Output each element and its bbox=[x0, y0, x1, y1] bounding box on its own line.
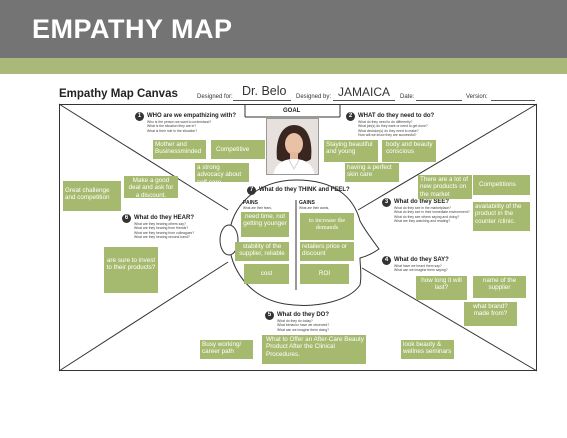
see-prompts: What do they see in the marketplace? Wha… bbox=[394, 206, 470, 224]
who-heading: WHO are we empathizing with? bbox=[147, 113, 237, 119]
do-prompts: What do they do today? What behavior hav… bbox=[277, 319, 329, 332]
sticky-note: to increase the demands bbox=[300, 213, 354, 240]
hear-prompt: What are they hearing from colleagues? bbox=[134, 230, 195, 235]
sticky-note: availability of the product in the count… bbox=[473, 202, 530, 231]
sticky-note: body and beauty conscious bbox=[382, 140, 436, 162]
woman-portrait-icon bbox=[267, 119, 318, 174]
say-number: 4 bbox=[382, 256, 391, 265]
sticky-note: cost bbox=[244, 264, 289, 284]
sticky-note: what brand? made from? bbox=[464, 302, 517, 326]
say-prompt: What have we heard them say? bbox=[394, 264, 442, 268]
canvas-title: Empathy Map Canvas bbox=[59, 88, 178, 100]
need-prompt: What decision(s) do they need to make? bbox=[358, 128, 419, 133]
designed-for-line bbox=[233, 99, 291, 101]
canvas-frame bbox=[59, 104, 537, 371]
see-heading: What do they SEE? bbox=[394, 199, 450, 205]
say-prompts: What have we heard them say? What can we… bbox=[394, 264, 448, 273]
sticky-note: are sure to invest to their products? bbox=[104, 247, 158, 293]
need-prompt: What do they need to do differently? bbox=[358, 120, 413, 124]
version-line bbox=[491, 99, 535, 101]
hear-prompt: What are they hearing from friends? bbox=[134, 226, 189, 231]
designed-by-line bbox=[333, 99, 395, 101]
need-prompt: What job(s) do they want or need to get … bbox=[358, 124, 428, 129]
say-prompt: What can we imagine them saying? bbox=[394, 268, 448, 273]
sticky-note: There are a lot of new products on the m… bbox=[418, 175, 472, 199]
who-prompts: Who is the person we want to understand?… bbox=[147, 120, 211, 133]
who-number: 1 bbox=[135, 112, 144, 121]
sticky-note: What to Offer an After-Care Beauty Produ… bbox=[262, 335, 366, 364]
say-heading: What do they SAY? bbox=[394, 257, 449, 263]
header-banner bbox=[0, 0, 567, 58]
hear-prompts: What are they hearing others say? What a… bbox=[134, 222, 194, 240]
do-prompt: What behavior have we observed? bbox=[277, 323, 330, 328]
who-prompt: What is their role in the situation? bbox=[147, 128, 198, 133]
portrait-photo bbox=[266, 118, 319, 175]
sticky-note: ROI bbox=[300, 264, 349, 284]
sticky-note: having a perfect skin care bbox=[345, 163, 399, 182]
see-prompt: What do they see in the marketplace? bbox=[394, 206, 451, 210]
need-prompts: What do they need to do differently? Wha… bbox=[358, 120, 428, 138]
do-heading: What do they DO? bbox=[277, 312, 329, 318]
sticky-note: name of the supplier bbox=[473, 276, 526, 298]
pains-label: PAINS bbox=[243, 200, 258, 206]
sticky-note: Mother and Businessminded bbox=[153, 140, 206, 159]
sticky-note: Staying beautiful and young bbox=[324, 140, 378, 162]
need-number: 2 bbox=[346, 112, 355, 121]
sticky-note: how long it will last? bbox=[416, 276, 467, 300]
version-label: Version: bbox=[466, 94, 488, 100]
need-heading: WHAT do they need to do? bbox=[358, 113, 435, 119]
hear-prompt: What are they hearing others say? bbox=[134, 222, 186, 226]
accent-bar bbox=[0, 58, 567, 74]
sticky-note: Competitive bbox=[211, 140, 265, 159]
designed-by-value: JAMAICA bbox=[338, 85, 391, 99]
do-prompt: What can we imagine them doing? bbox=[277, 327, 330, 332]
goal-label: GOAL bbox=[283, 108, 301, 114]
hear-number: 6 bbox=[122, 214, 131, 223]
do-prompt: What do they do today? bbox=[277, 319, 313, 323]
who-prompt: Who is the person we want to understand? bbox=[147, 120, 212, 124]
sticky-note: stability of the supplier, reliable bbox=[235, 242, 289, 261]
gains-prompt: What are their wants, bbox=[299, 206, 330, 210]
see-prompt: What are they watching and reading? bbox=[394, 219, 451, 224]
sticky-note: need time, not getting younger bbox=[241, 212, 289, 237]
page-title: EMPATHY MAP bbox=[32, 14, 233, 44]
hear-heading: What do they HEAR? bbox=[134, 215, 194, 221]
date-line bbox=[416, 99, 462, 101]
do-number: 5 bbox=[265, 311, 274, 320]
think-number: 7 bbox=[247, 186, 256, 195]
sticky-note: Competitions bbox=[473, 175, 530, 195]
see-prompt: What do they see others saying and doing… bbox=[394, 214, 460, 219]
date-label: Date: bbox=[400, 94, 415, 100]
gains-label: GAINS bbox=[299, 200, 315, 206]
sticky-note: look beauty & wellnes seminars bbox=[401, 340, 454, 359]
designed-for-value: Dr. Belo bbox=[242, 84, 287, 98]
see-prompt: What do they see in their immediate envi… bbox=[394, 210, 470, 215]
see-number: 3 bbox=[382, 198, 391, 207]
sticky-note: Great challenge and competition bbox=[63, 181, 121, 211]
think-heading: What do they THINK and FEEL? bbox=[259, 187, 350, 193]
designed-for-label: Designed for: bbox=[197, 94, 233, 100]
need-prompt: How will we know they are successful? bbox=[358, 133, 417, 138]
designed-by-label: Designed by: bbox=[296, 94, 332, 100]
sticky-note: Make a good deal and ask for a discount. bbox=[124, 176, 178, 198]
hear-prompt: What are they hearing second-hand? bbox=[134, 235, 190, 240]
sticky-note: retailers price or discount bbox=[300, 242, 354, 261]
pains-prompt: What are their fears, bbox=[243, 206, 272, 210]
sticky-note: Busy working/ career path bbox=[200, 340, 253, 359]
sticky-note: a strong advocacy about self-care bbox=[195, 163, 249, 182]
who-prompt: What is the situation they are in? bbox=[147, 124, 197, 129]
